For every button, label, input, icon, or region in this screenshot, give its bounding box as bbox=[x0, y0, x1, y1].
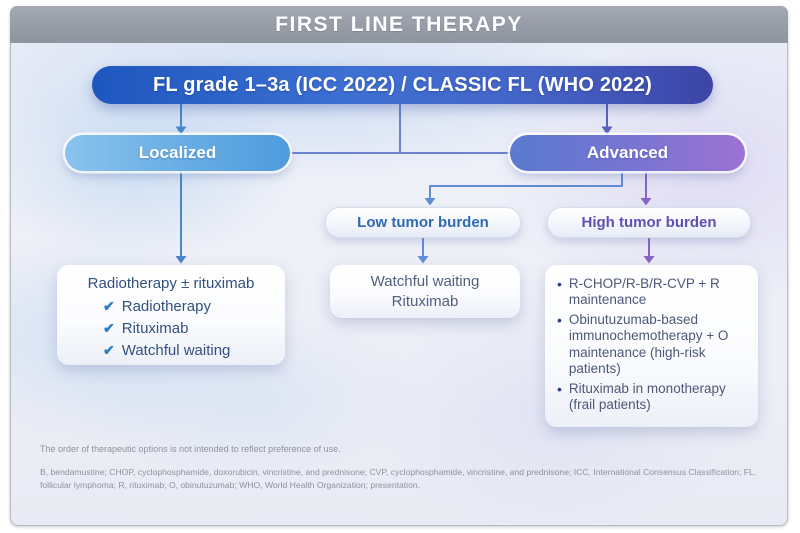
branch-advanced-label: Advanced bbox=[586, 143, 669, 162]
bullet-item-label: Obinutuzumab-based immunochemotherapy + … bbox=[568, 311, 729, 377]
node-high-tumor-burden: High tumor burden bbox=[547, 207, 751, 238]
check-item: ✔ Rituximab bbox=[65, 318, 277, 340]
box-low-burden-options: Watchful waiting Rituximab bbox=[330, 265, 520, 318]
check-item-label: Watchful waiting bbox=[121, 341, 231, 359]
bullet-icon: • bbox=[557, 380, 562, 397]
node-low-tumor-burden: Low tumor burden bbox=[325, 207, 521, 238]
box-high-burden-options: • R-CHOP/R-B/R-CVP + R maintenance • Obi… bbox=[545, 265, 758, 427]
footnote-order: The order of therapeutic options is not … bbox=[40, 444, 341, 454]
bullet-item-label: Rituximab in monotherapy (frail patients… bbox=[568, 380, 726, 413]
branch-localized-label: Localized bbox=[138, 143, 217, 162]
bullet-item-label: R-CHOP/R-B/R-CVP + R maintenance bbox=[568, 276, 720, 308]
check-icon: ✔ bbox=[103, 319, 115, 336]
low-burden-option-line: Rituximab bbox=[391, 293, 459, 311]
check-item: ✔ Watchful waiting bbox=[65, 340, 277, 362]
check-icon: ✔ bbox=[103, 341, 115, 358]
check-item: ✔ Radiotherapy bbox=[65, 296, 277, 318]
bullet-item: • Rituximab in monotherapy (frail patien… bbox=[557, 381, 750, 414]
node-low-tumor-burden-label: Low tumor burden bbox=[357, 214, 489, 231]
bullet-item: • R-CHOP/R-B/R-CVP + R maintenance bbox=[557, 276, 750, 309]
branch-localized: Localized bbox=[65, 135, 290, 171]
title-banner: FIRST LINE THERAPY bbox=[10, 6, 788, 43]
box-localized-options: Radiotherapy ± rituximab ✔ Radiotherapy … bbox=[57, 265, 285, 365]
bullet-icon: • bbox=[557, 311, 562, 328]
check-item-label: Rituximab bbox=[121, 319, 189, 337]
bullet-item: • Obinutuzumab-based immunochemotherapy … bbox=[557, 312, 750, 378]
root-node-label: FL grade 1–3a (ICC 2022) / CLASSIC FL (W… bbox=[153, 73, 652, 96]
localized-options-header: Radiotherapy ± rituximab bbox=[87, 275, 255, 292]
bullet-icon: • bbox=[557, 276, 562, 292]
root-node: FL grade 1–3a (ICC 2022) / CLASSIC FL (W… bbox=[92, 66, 713, 104]
node-high-tumor-burden-label: High tumor burden bbox=[581, 214, 717, 231]
branch-advanced: Advanced bbox=[510, 135, 745, 171]
check-item-label: Radiotherapy bbox=[121, 298, 211, 315]
check-icon: ✔ bbox=[103, 298, 115, 314]
banner-title: FIRST LINE THERAPY bbox=[275, 12, 523, 36]
low-burden-option-line: Watchful waiting bbox=[370, 273, 480, 290]
footnote-abbreviations: B, bendamustine; CHOP, cyclophosphamide,… bbox=[40, 467, 757, 491]
